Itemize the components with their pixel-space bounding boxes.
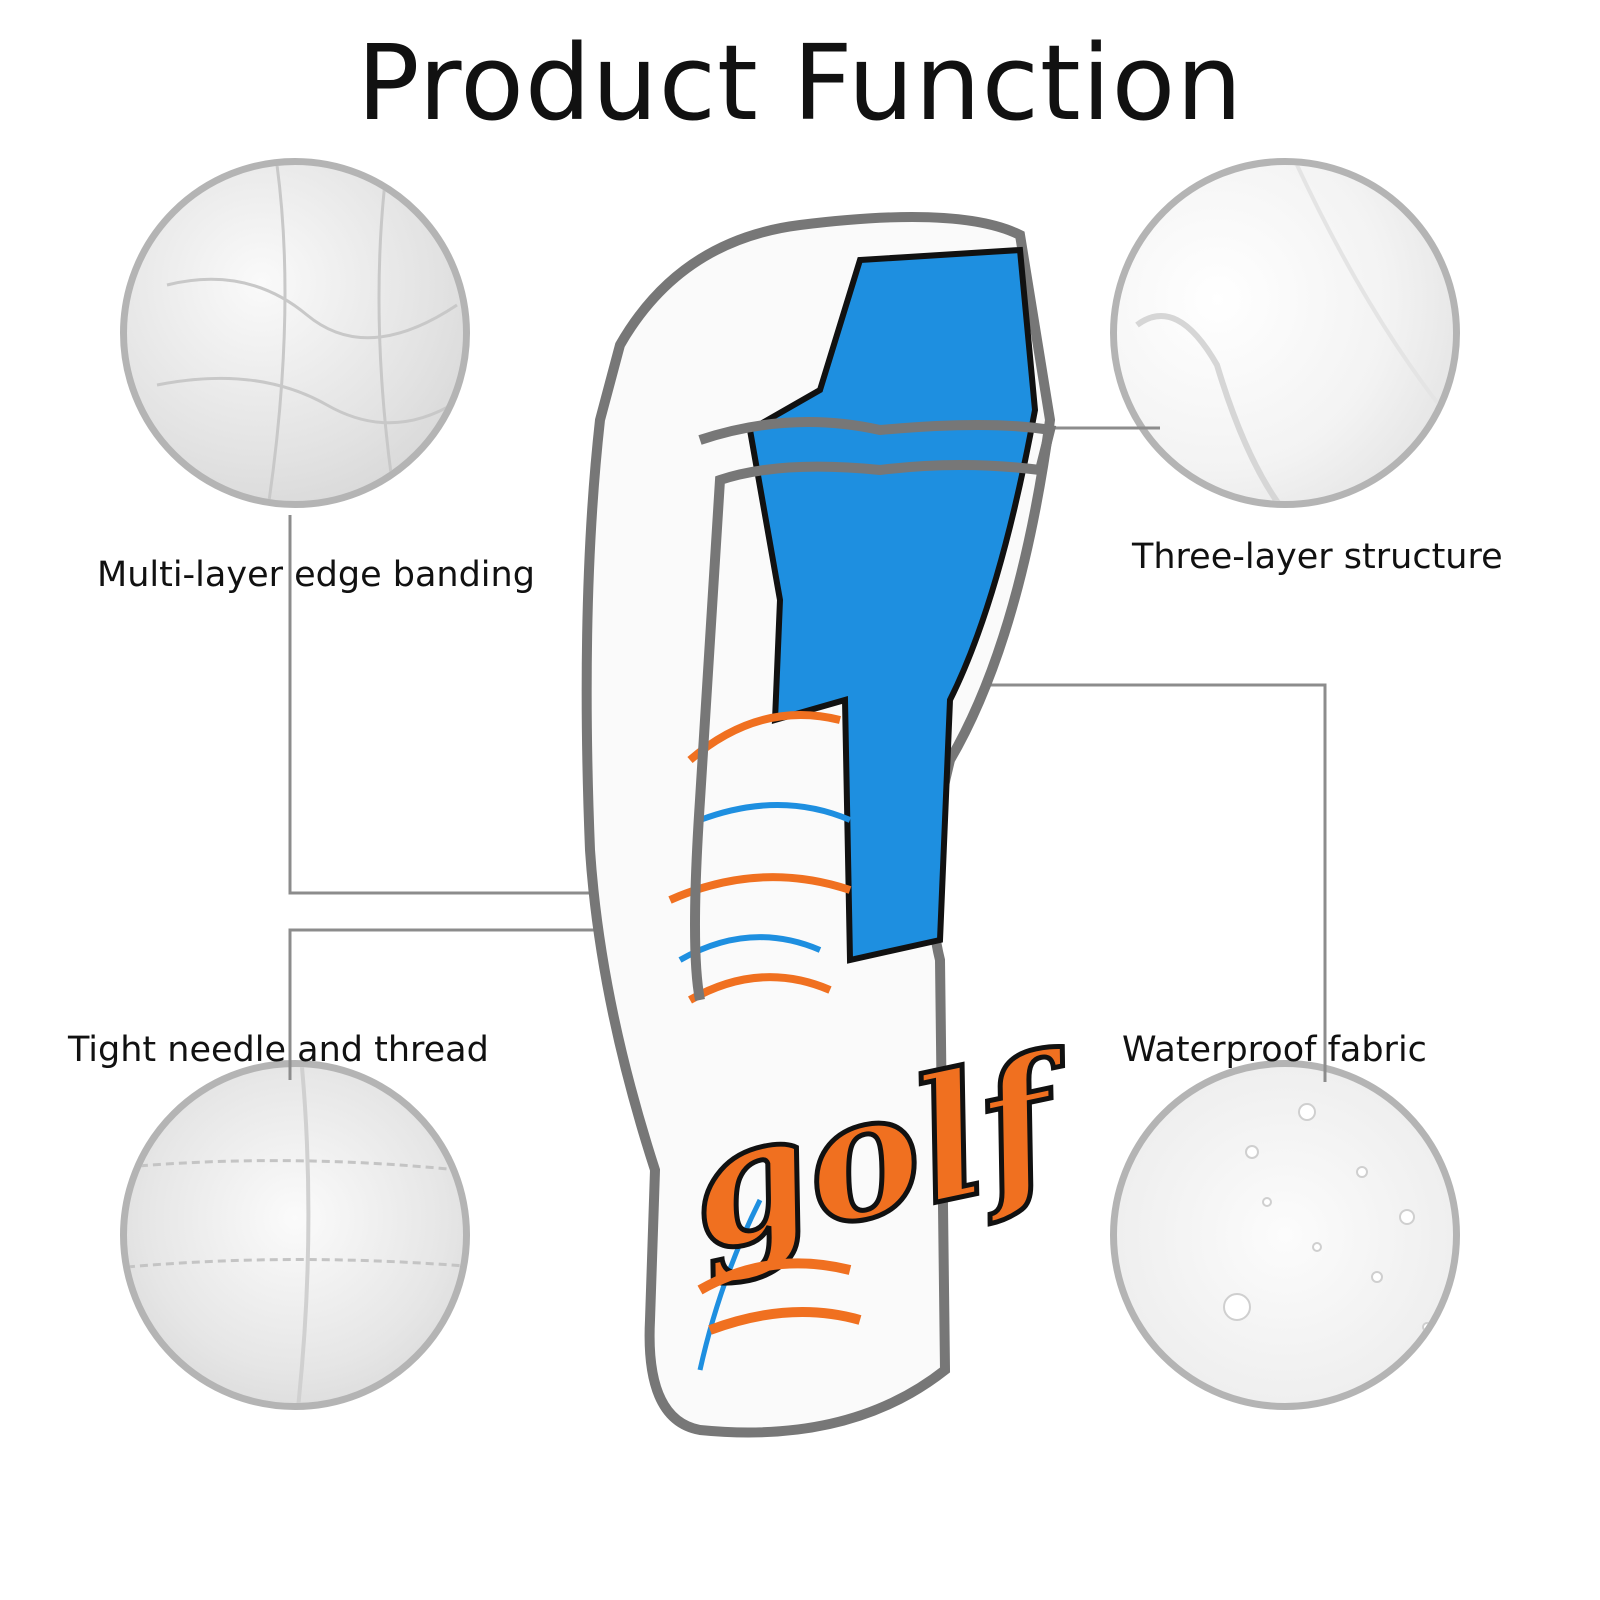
feature-label-three-layer: Three-layer structure (1132, 537, 1503, 577)
page-title: Product Function (356, 22, 1244, 144)
fabric-folds-icon (156, 165, 463, 501)
feature-label-edge-banding: Multi-layer edge banding (97, 555, 535, 595)
waterproof-detail-image (1110, 1060, 1460, 1410)
water-droplets-icon (1223, 1103, 1432, 1332)
three-layer-detail-image (1110, 158, 1460, 508)
feature-label-needle-thread: Tight needle and thread (68, 1030, 489, 1070)
layer-edge-icon (1135, 165, 1449, 501)
feature-label-waterproof: Waterproof fabric (1122, 1030, 1427, 1070)
stitching-detail-image (120, 1060, 470, 1410)
edge-banding-detail-image (120, 158, 470, 508)
stitch-seam-icon (127, 1067, 463, 1403)
